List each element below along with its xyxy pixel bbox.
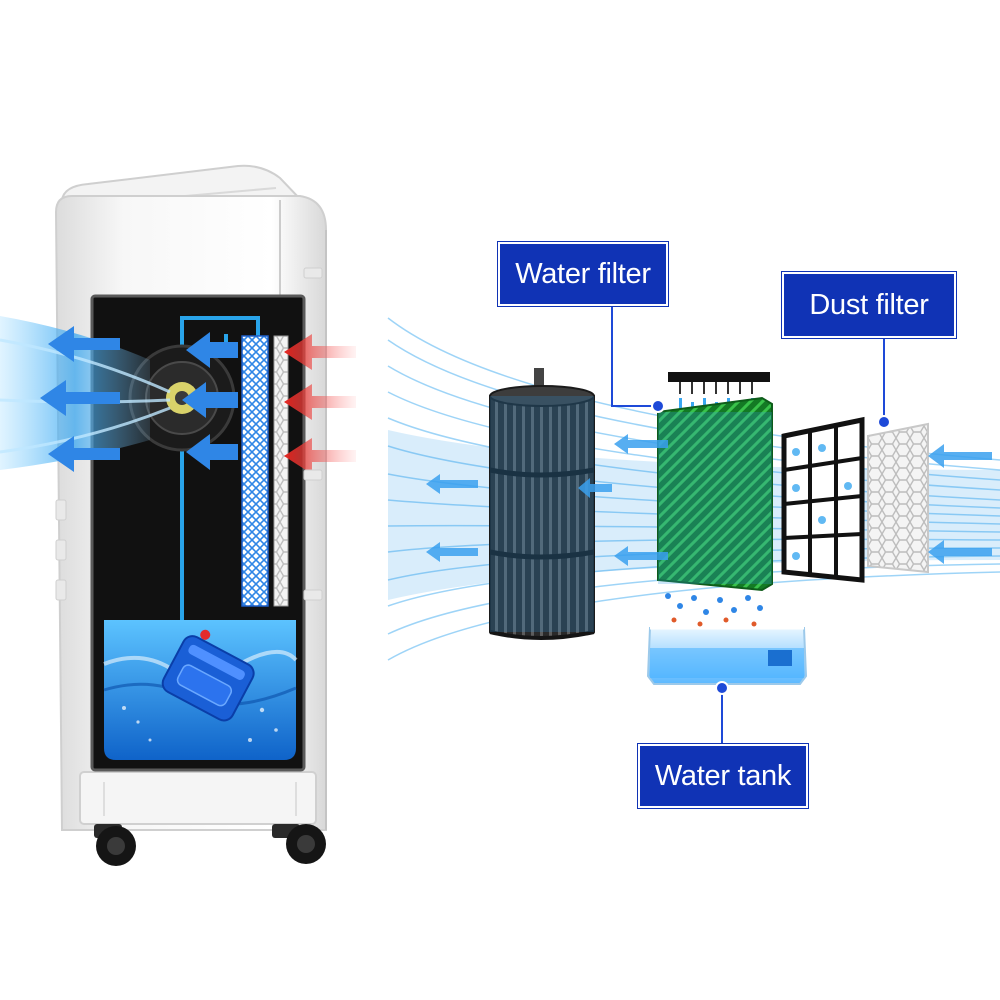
warm-air-arrow-icon — [284, 334, 356, 474]
fan-cylinder — [490, 368, 594, 638]
water-droplets — [665, 593, 763, 627]
water-filter-pad — [658, 398, 772, 590]
dust-filter-mesh — [868, 424, 928, 572]
water-tank — [648, 628, 806, 684]
dust-filter-label: Dust filter — [782, 272, 956, 338]
air-cooler-unit — [0, 166, 356, 866]
dust-filter-frame — [784, 420, 862, 580]
water-filter-label: Water filter — [498, 242, 668, 306]
exploded-view — [388, 306, 1000, 744]
water-tank-label: Water tank — [638, 744, 808, 808]
